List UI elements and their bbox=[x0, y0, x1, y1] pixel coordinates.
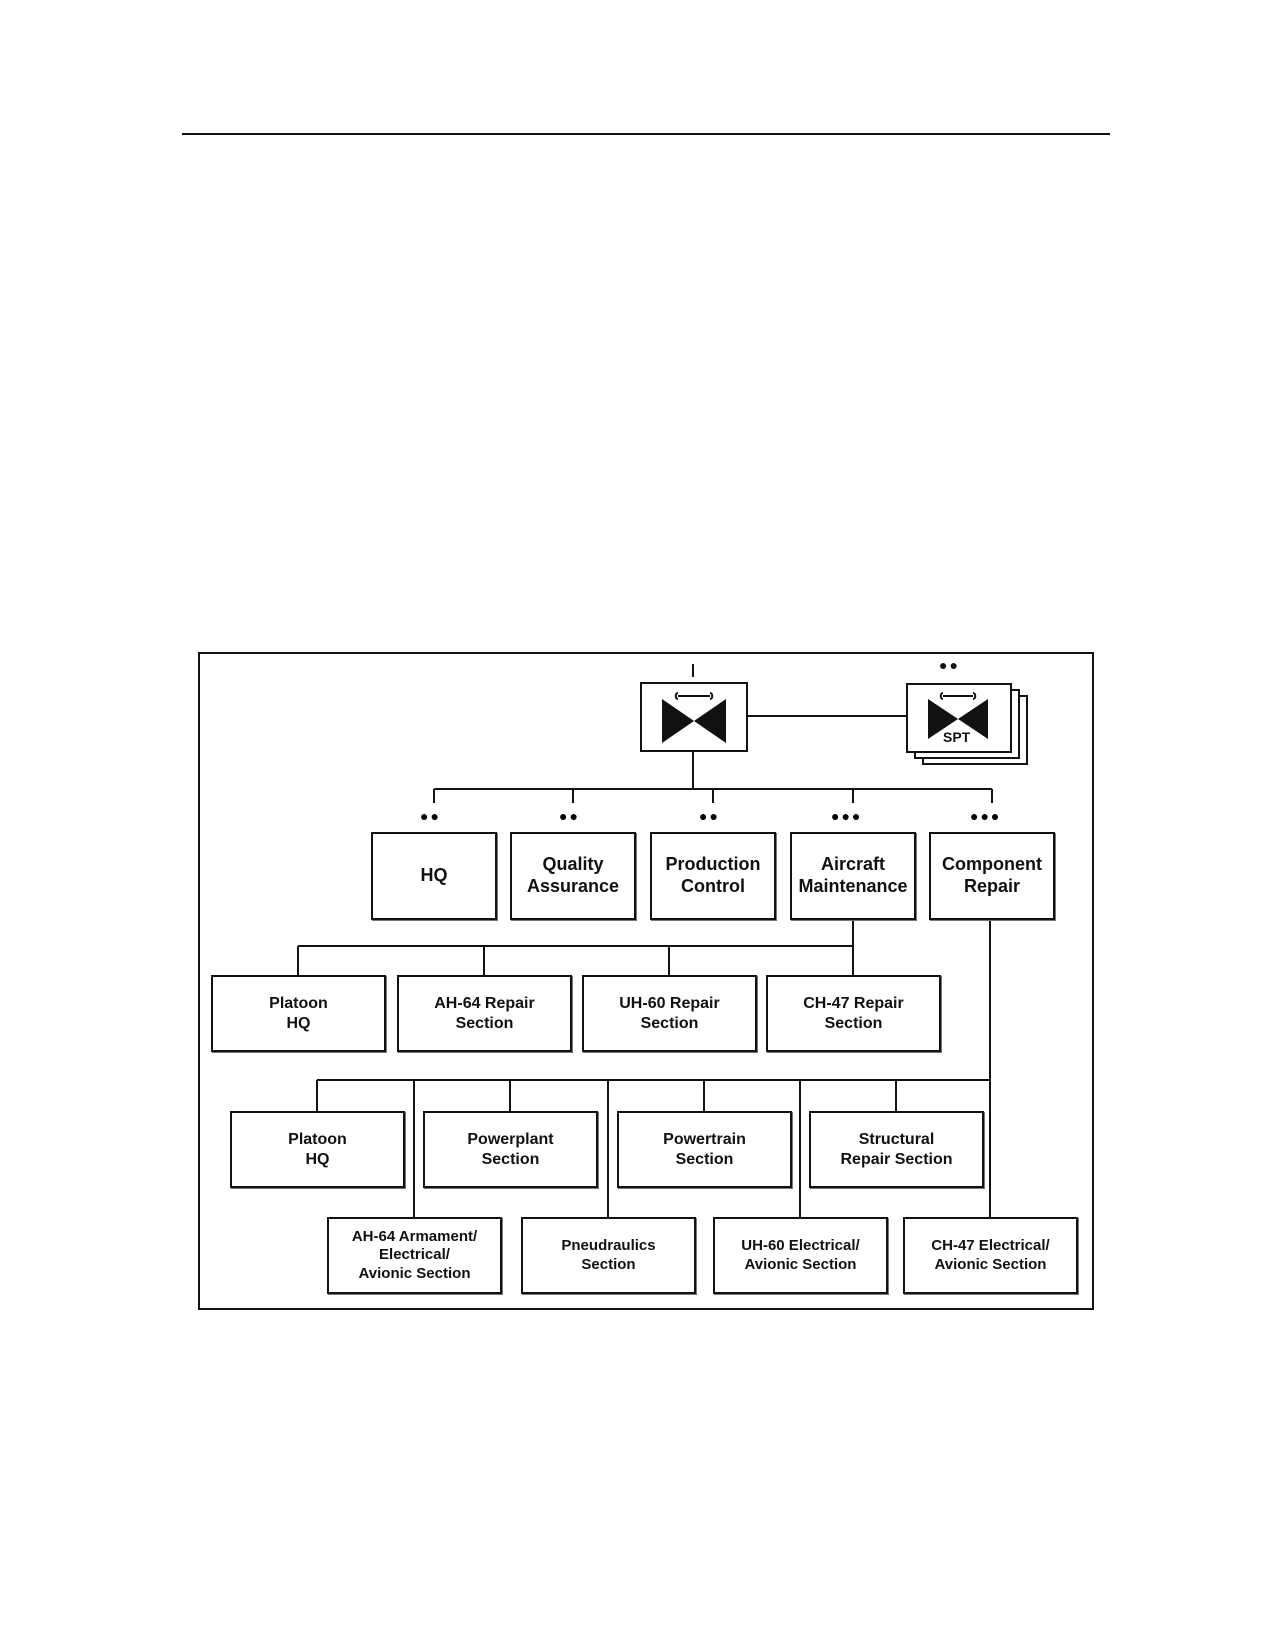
spt-symbol: SPT bbox=[906, 683, 1012, 753]
section-hq: HQ bbox=[371, 832, 497, 920]
section-echelon: ●●● bbox=[831, 808, 863, 824]
section-aircraft-maintenance: Aircraft Maintenance bbox=[790, 832, 916, 920]
aviation-maintenance-icon bbox=[928, 692, 988, 739]
aviation-maintenance-icon bbox=[662, 692, 726, 743]
subunit-uh60-electrical-avionic: UH-60 Electrical/ Avionic Section bbox=[713, 1217, 888, 1294]
subunit-powertrain: Powertrain Section bbox=[617, 1111, 792, 1188]
section-echelon: ●● bbox=[699, 808, 720, 824]
section-production-control: Production Control bbox=[650, 832, 776, 920]
section-quality-assurance: Quality Assurance bbox=[510, 832, 636, 920]
section-component-repair: Component Repair bbox=[929, 832, 1055, 920]
subunit-platoon-hq: Platoon HQ bbox=[211, 975, 386, 1052]
page-header-rule bbox=[182, 133, 1110, 135]
subunit-uh60-repair: UH-60 Repair Section bbox=[582, 975, 757, 1052]
spt-label: SPT bbox=[943, 729, 971, 745]
subunit-ah64-repair: AH-64 Repair Section bbox=[397, 975, 572, 1052]
section-echelon: ●● bbox=[420, 808, 441, 824]
echelon-battalion-bar bbox=[692, 664, 694, 677]
subunit-pneudraulics: Pneudraulics Section bbox=[521, 1217, 696, 1294]
org-chart-frame bbox=[198, 652, 1094, 1310]
subunit-ch47-electrical-avionic: CH-47 Electrical/ Avionic Section bbox=[903, 1217, 1078, 1294]
subunit-ch47-repair: CH-47 Repair Section bbox=[766, 975, 941, 1052]
subunit-ah64-armament-electrical-avionic: AH-64 Armament/ Electrical/ Avionic Sect… bbox=[327, 1217, 502, 1294]
section-echelon: ●● bbox=[559, 808, 580, 824]
section-echelon: ●●● bbox=[970, 808, 1002, 824]
subunit-structural-repair: Structural Repair Section bbox=[809, 1111, 984, 1188]
unit-symbol bbox=[640, 682, 748, 752]
spt-echelon: ●● bbox=[939, 657, 960, 673]
subunit-powerplant: Powerplant Section bbox=[423, 1111, 598, 1188]
subunit-platoon-hq: Platoon HQ bbox=[230, 1111, 405, 1188]
